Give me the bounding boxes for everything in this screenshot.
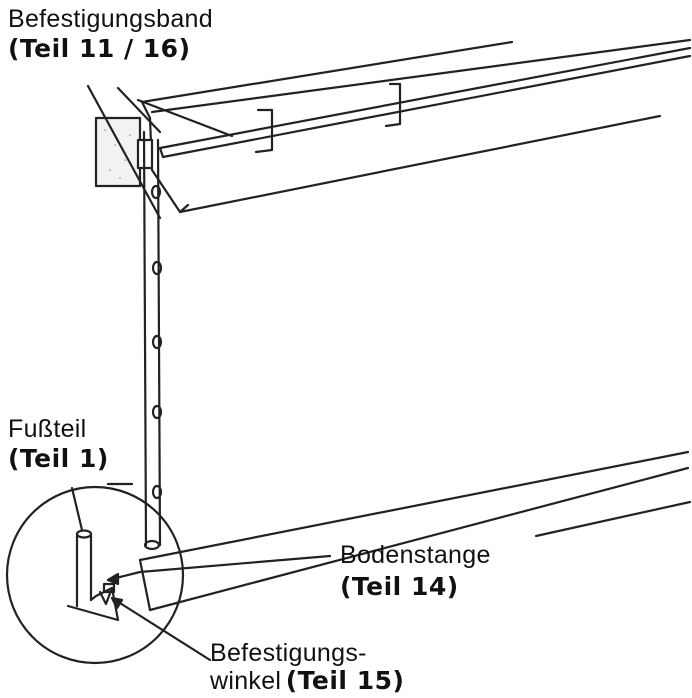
awning-cassette <box>140 38 692 214</box>
fastening-band-clips <box>254 82 402 154</box>
label-befestigungswinkel-part: (Teil 15) <box>285 666 405 696</box>
label-befestigungsband-name: Befestigungsband <box>8 5 213 33</box>
label-bodenstange-part: (Teil 14) <box>340 572 459 602</box>
label-fussteil-part: (Teil 1) <box>8 444 109 474</box>
ground-bar <box>138 450 692 612</box>
label-bodenstange: Bodenstange (Teil 14) <box>340 542 491 601</box>
label-bodenstange-name: Bodenstange <box>340 541 491 569</box>
label-befestigungswinkel-line1: Befestigungs- <box>210 639 367 667</box>
bracket-texture <box>104 129 131 179</box>
support-pole <box>142 130 163 551</box>
foot-part <box>66 486 120 622</box>
leader-lines-lower <box>106 482 332 662</box>
label-befestigungsband-part: (Teil 11 / 16) <box>8 34 191 64</box>
leader-lines-befestigungsband <box>86 84 234 220</box>
label-fussteil: Fußteil (Teil 1) <box>8 416 109 473</box>
detail-circle <box>5 485 185 665</box>
label-fussteil-name: Fußteil <box>8 415 87 443</box>
label-befestigungsband: Befestigungsband (Teil 11 / 16) <box>8 6 213 63</box>
label-befestigungswinkel-line2: winkel <box>210 667 282 696</box>
label-befestigungswinkel: Befestigungs- winkel (Teil 15) <box>210 640 404 695</box>
